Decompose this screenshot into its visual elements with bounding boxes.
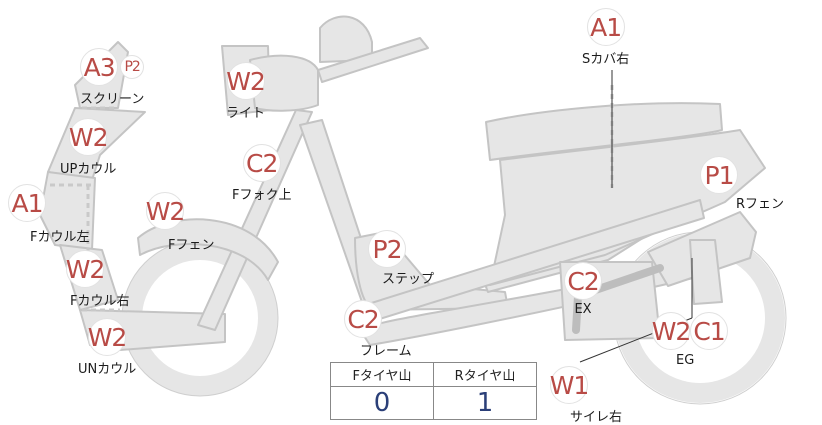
part-engine[interactable]: W2 C1 [652,312,728,350]
part-label: サイレ右 [570,410,623,425]
damage-code-badge: W2 [66,250,105,288]
part-label: Fフェン [168,238,215,253]
damage-code-badge: W1 [550,366,589,404]
part-r-fender[interactable]: P1 [700,156,738,194]
tire-tread-table: Fタイヤ山 Rタイヤ山 0 1 [330,362,537,420]
part-exhaust[interactable]: C2 EX [564,262,602,317]
part-f-cowl-left[interactable]: A1 [8,184,46,222]
part-label: EX [574,302,592,317]
part-silencer-right[interactable]: W1 [550,366,589,404]
part-step[interactable]: P2 [368,230,406,268]
part-label: Sカバ右 [582,52,630,67]
damage-code-badge: P2 [368,230,406,268]
part-label: UNカウル [78,362,137,377]
part-label: フレーム [360,344,412,359]
part-label: Fカウル左 [30,230,90,245]
part-label: Fフォク上 [232,188,292,203]
part-up-cowl[interactable]: W2 UPカウル [60,118,116,177]
front-tire-value: 0 [330,386,434,420]
part-label: Rフェン [736,197,785,212]
part-s-cover-right[interactable]: A1 Sカバ右 [582,8,629,67]
part-un-cowl[interactable]: W2 [88,318,127,356]
damage-code-badge: W2 [69,118,108,156]
damage-code-badge: W2 [652,312,691,350]
part-label: EG [676,353,695,368]
damage-code-badge: W2 [88,318,127,356]
damage-code-badge: C1 [690,312,728,350]
damage-code-badge: A1 [586,8,625,46]
part-screen[interactable]: A3 P2 スクリーン [80,48,144,107]
part-label: ライト [226,106,266,121]
front-tire-header: Fタイヤ山 [330,362,434,387]
damage-code-badge: P1 [700,156,738,194]
damage-code-badge: C2 [242,144,281,182]
damage-code-badge: P2 [120,55,145,79]
damage-code-badge: W2 [226,62,266,100]
rear-tire-value: 1 [433,386,537,420]
part-label: Fカウル右 [70,294,130,309]
damage-code-badge: C2 [564,262,602,300]
part-f-fender[interactable]: W2 [146,192,185,230]
damage-code-badge: C2 [344,300,382,338]
rear-tire-header: Rタイヤ山 [433,362,537,387]
damage-code-badge: W2 [146,192,185,230]
part-label: ステップ [382,272,435,287]
part-label: UPカウル [60,162,117,177]
part-label: スクリーン [80,92,145,107]
part-front-fork-upper[interactable]: C2 Fフォク上 [232,144,291,203]
part-f-cowl-right[interactable]: W2 [66,250,105,288]
part-frame[interactable]: C2 [344,300,382,338]
part-light[interactable]: W2 ライト [226,62,266,121]
damage-code-badge: A1 [8,184,46,222]
damage-code-badge: A3 [80,48,119,86]
